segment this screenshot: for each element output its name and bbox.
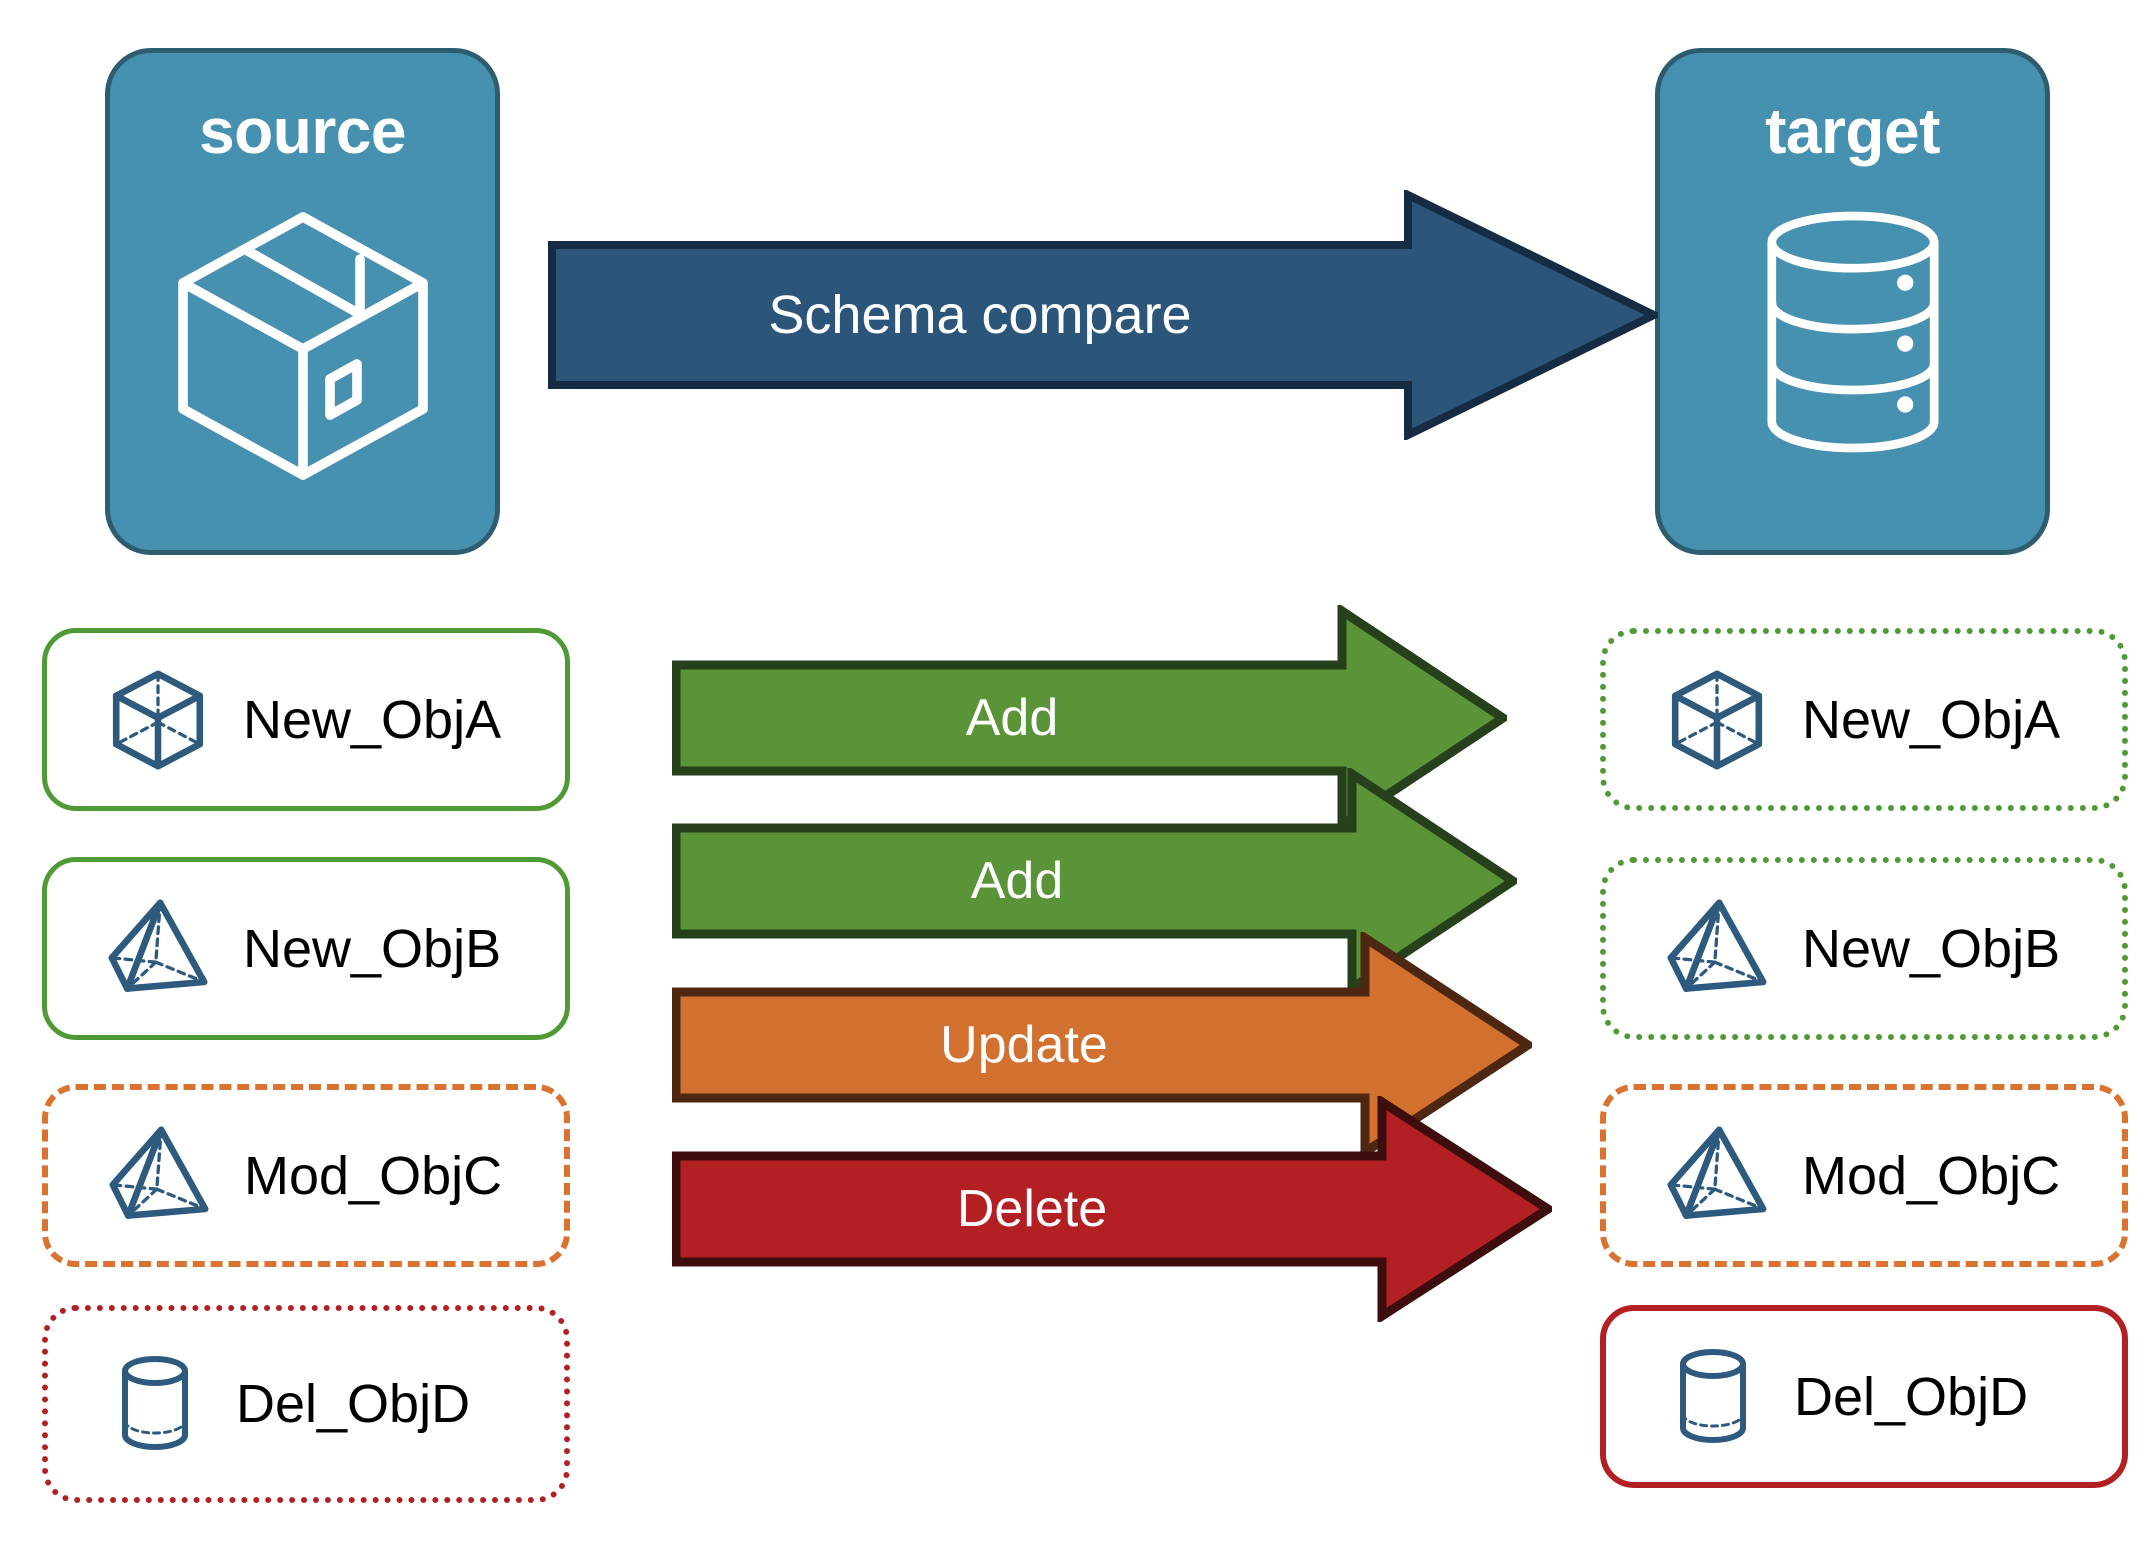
target-panel-title: target xyxy=(1765,95,1940,167)
pyramid-wireframe-icon xyxy=(1662,1121,1772,1231)
pyramid-wireframe-icon xyxy=(1662,894,1772,1004)
cylinder-wireframe-icon xyxy=(104,1349,206,1459)
target-object-label-1: New_ObjB xyxy=(1802,918,2061,979)
target-object-label-2: Mod_ObjC xyxy=(1802,1145,2061,1206)
source-object-label-2: Mod_ObjC xyxy=(244,1145,503,1206)
cube-wireframe-icon xyxy=(103,665,213,775)
target-object-card-0[interactable]: New_ObjA xyxy=(1600,628,2128,811)
source-object-card-2[interactable]: Mod_ObjC xyxy=(42,1084,570,1267)
cylinder-wireframe-icon xyxy=(1662,1342,1764,1452)
target-object-card-3[interactable]: Del_ObjD xyxy=(1600,1305,2128,1488)
target-object-label-0: New_ObjA xyxy=(1802,689,2061,750)
source-object-label-3: Del_ObjD xyxy=(236,1374,471,1434)
database-cylinder-icon xyxy=(1708,187,1998,482)
action-arrow-3[interactable]: Delete xyxy=(671,1093,1557,1325)
source-object-label-1: New_ObjB xyxy=(243,918,502,979)
source-panel[interactable]: source xyxy=(105,48,500,555)
source-object-card-0[interactable]: New_ObjA xyxy=(42,628,570,811)
source-object-card-3[interactable]: Del_ObjD xyxy=(42,1305,570,1503)
source-panel-title: source xyxy=(199,95,406,167)
source-object-card-1[interactable]: New_ObjB xyxy=(42,857,570,1040)
target-panel[interactable]: target xyxy=(1655,48,2050,555)
target-object-card-1[interactable]: New_ObjB xyxy=(1600,857,2128,1040)
pyramid-wireframe-icon xyxy=(103,894,213,1004)
pyramid-wireframe-icon xyxy=(104,1121,214,1231)
target-object-label-3: Del_ObjD xyxy=(1794,1366,2029,1427)
source-object-label-0: New_ObjA xyxy=(243,689,502,750)
cube-wireframe-icon xyxy=(1662,665,1772,775)
schema-compare-arrow[interactable]: Schema compare xyxy=(548,188,1664,442)
package-box-icon xyxy=(153,187,453,492)
target-object-card-2[interactable]: Mod_ObjC xyxy=(1600,1084,2128,1267)
